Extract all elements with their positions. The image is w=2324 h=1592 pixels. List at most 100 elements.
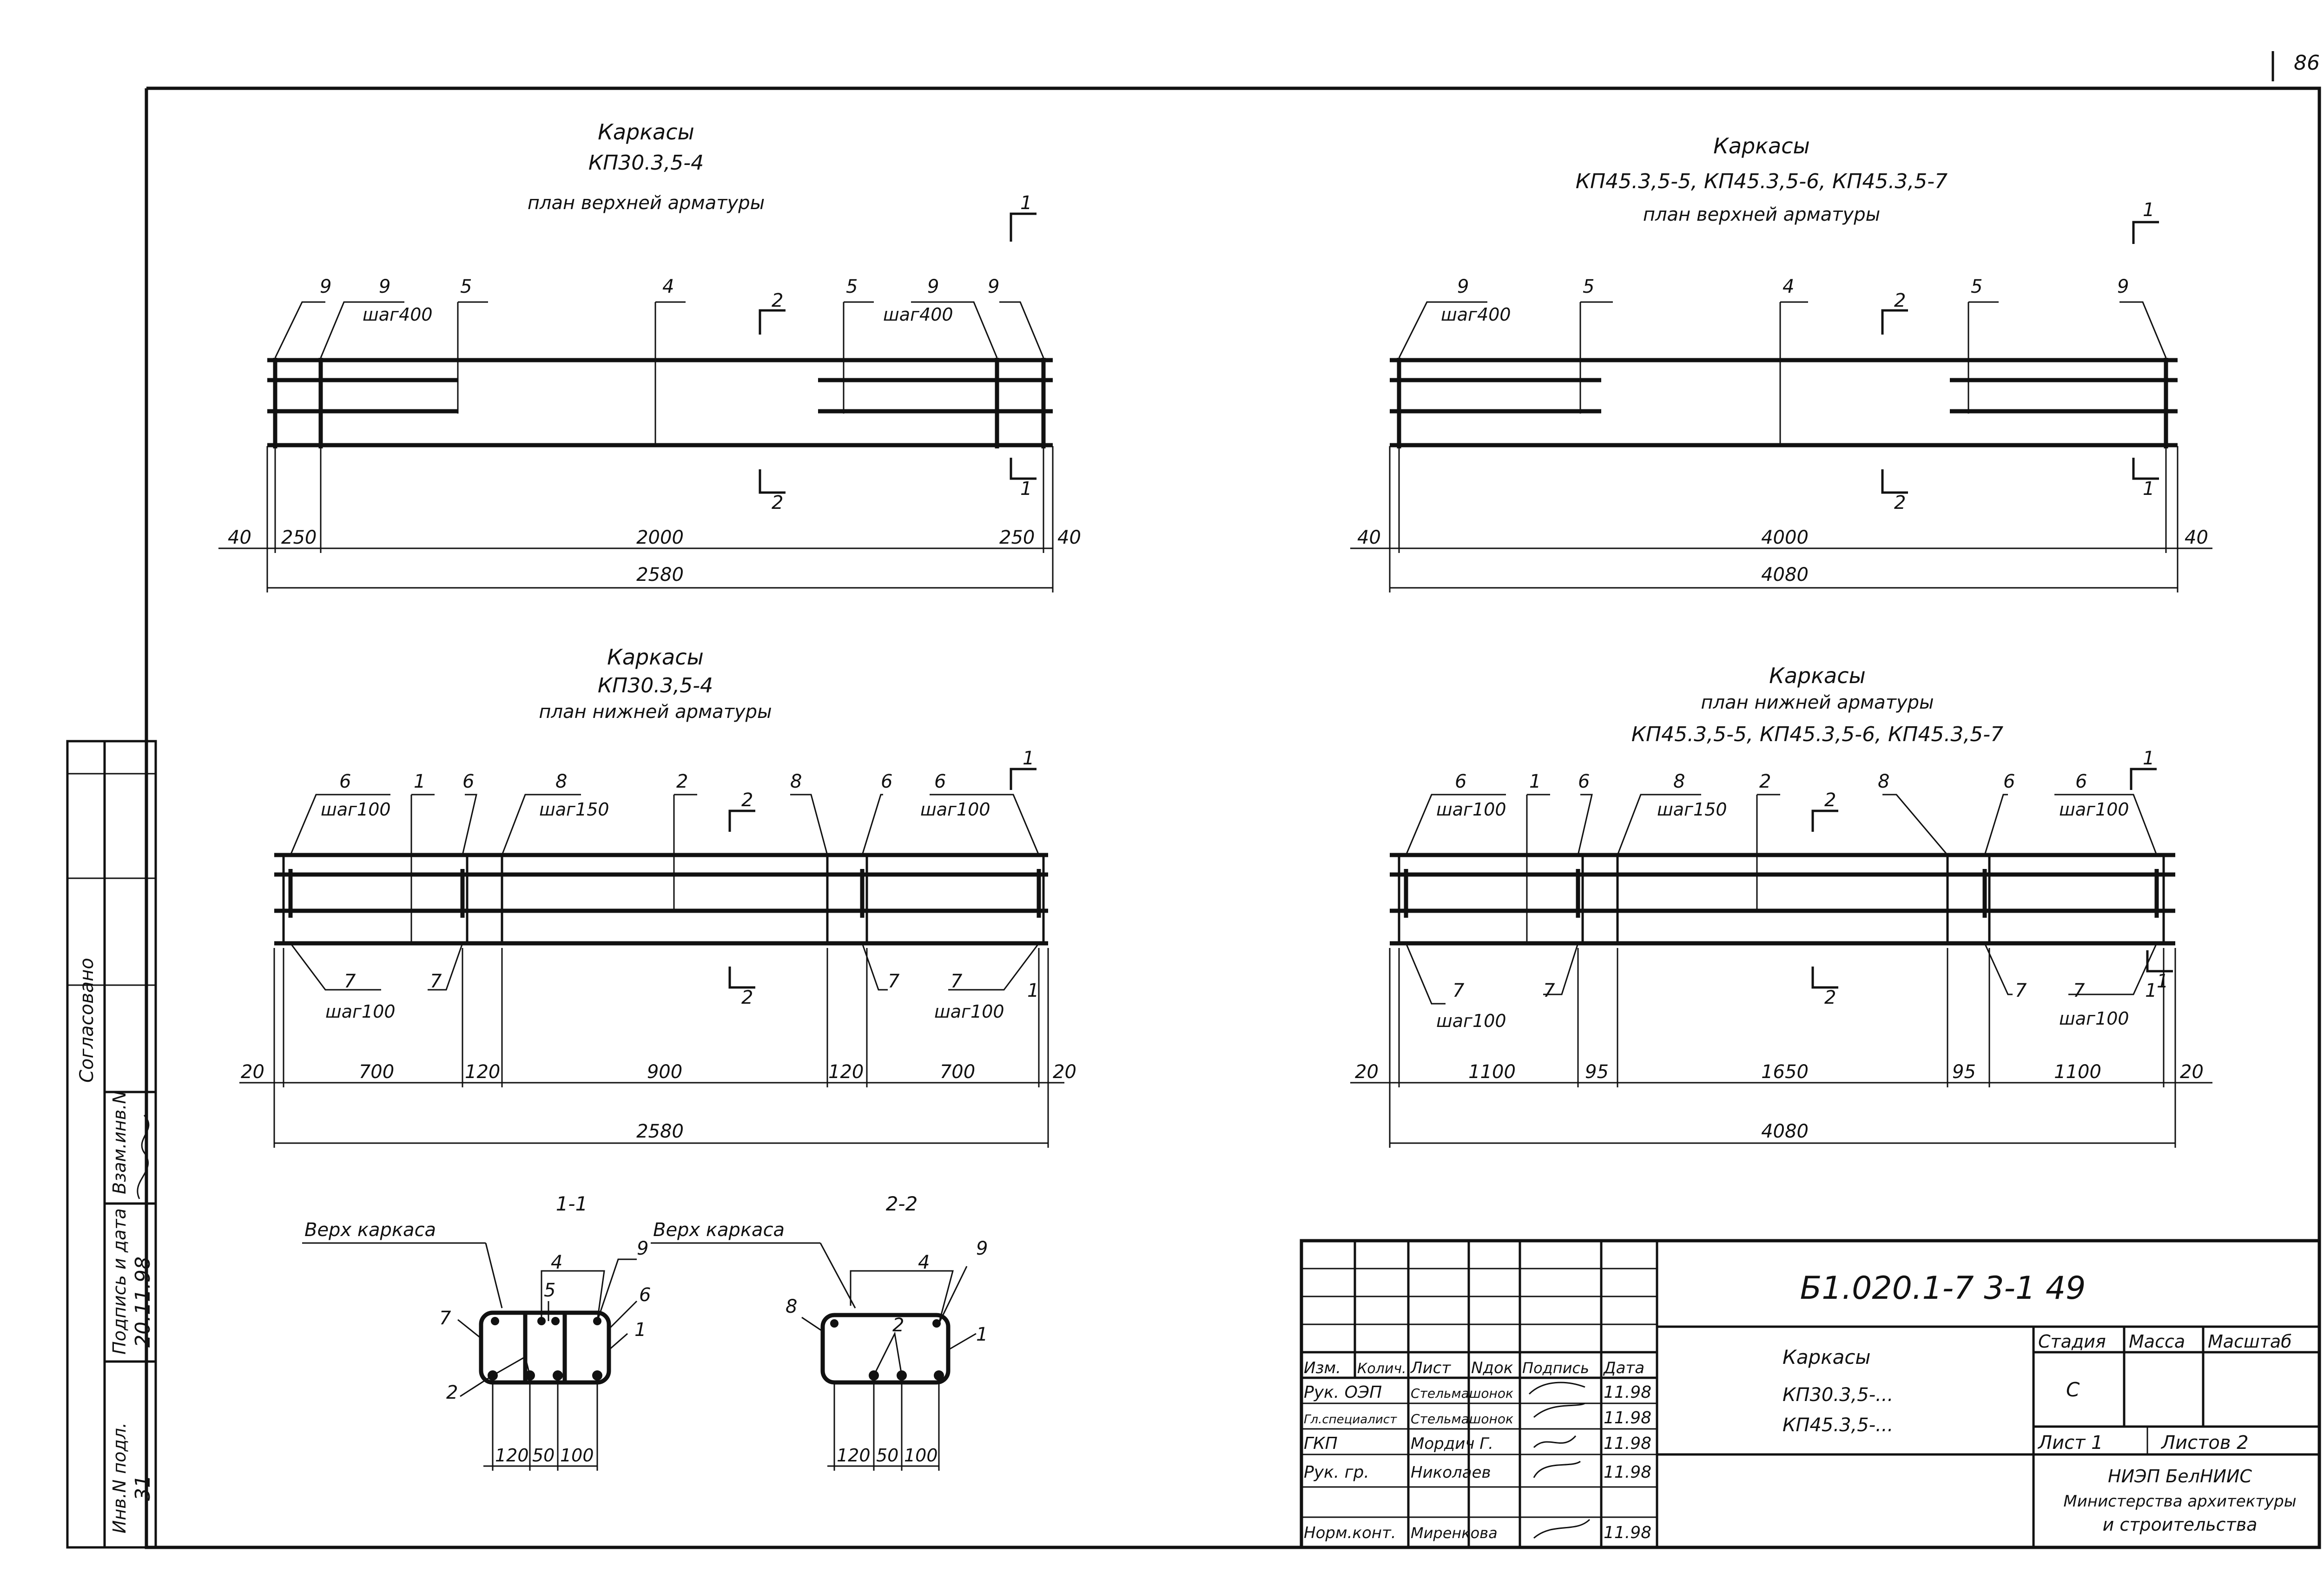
doc-name-line1: Каркасы bbox=[1783, 1346, 1871, 1368]
organization-line1: НИЭП БелНИИС bbox=[2108, 1466, 2252, 1487]
mark: 4 bbox=[551, 1252, 562, 1273]
dim: 40 bbox=[2185, 527, 2208, 548]
dim: 50 bbox=[876, 1445, 898, 1466]
callout: 7 bbox=[430, 971, 442, 992]
section-mark: 2 bbox=[741, 987, 753, 1008]
callout: 6 bbox=[339, 771, 351, 792]
doc-name-line3: КП45.3,5-... bbox=[1783, 1414, 1893, 1436]
callout: 6 bbox=[2003, 771, 2015, 792]
callout: 7 bbox=[2015, 980, 2027, 1001]
callout: 4 bbox=[662, 276, 674, 297]
row-role: Рук. ОЭП bbox=[1304, 1383, 1382, 1402]
callout: 8 bbox=[1878, 771, 1889, 792]
callout-step: шаг400 bbox=[1441, 304, 1511, 325]
row-name: Мордич Г. bbox=[1411, 1434, 1493, 1453]
row-date: 11.98 bbox=[1604, 1523, 1651, 1542]
doc-name-line2: КП30.3,5-... bbox=[1783, 1384, 1893, 1406]
organization-line2: Министерства архитектуры bbox=[2063, 1492, 2296, 1511]
callout: 7 bbox=[1452, 980, 1465, 1001]
mark: 7 bbox=[439, 1308, 451, 1329]
title-mark: КП30.3,5-4 bbox=[588, 151, 704, 175]
mark: 8 bbox=[786, 1296, 797, 1317]
stirrup-outline bbox=[479, 1310, 611, 1385]
subtitle: план верхней арматуры bbox=[1643, 204, 1880, 225]
document-code: Б1.020.1-7 3-1 49 bbox=[1800, 1270, 2086, 1307]
stirrup-outline bbox=[820, 1313, 951, 1385]
title: Каркасы bbox=[598, 119, 694, 145]
signatures bbox=[1528, 1381, 1591, 1539]
section-mark: 2 bbox=[772, 290, 783, 311]
header-kol: Колич. bbox=[1357, 1361, 1406, 1377]
section-mark: 1 bbox=[1020, 478, 1032, 500]
dim: 40 bbox=[1057, 527, 1081, 548]
title: Каркасы bbox=[607, 645, 704, 670]
mark: 2 bbox=[446, 1382, 458, 1403]
plan-lower-kp45: Каркасы план нижней арматуры КП45.3,5-5,… bbox=[1350, 663, 2212, 1148]
callout: 7 bbox=[1543, 980, 1555, 1001]
callout: 1 bbox=[1027, 980, 1039, 1001]
callout: 7 bbox=[344, 971, 356, 992]
mark: 1 bbox=[634, 1319, 646, 1341]
section-mark: 2 bbox=[772, 492, 783, 513]
callout: 2 bbox=[676, 771, 688, 792]
row-role: Норм.конт. bbox=[1304, 1524, 1396, 1542]
header-ndok: Nдок bbox=[1471, 1359, 1513, 1377]
dim: 100 bbox=[904, 1445, 938, 1466]
signature-date-label: Подпись и дата bbox=[109, 1208, 130, 1355]
callout: 6 bbox=[2075, 771, 2087, 792]
callout-step: шаг400 bbox=[883, 304, 953, 325]
header-signature: Подпись bbox=[1522, 1359, 1589, 1377]
callout: 8 bbox=[1673, 771, 1685, 792]
mark: 9 bbox=[976, 1238, 988, 1259]
dim: 700 bbox=[940, 1061, 975, 1083]
stage-header: Стадия bbox=[2038, 1331, 2106, 1352]
callout-step: шаг100 bbox=[934, 1001, 1004, 1022]
approved-label: Согласовано bbox=[76, 958, 98, 1083]
header-date: Дата bbox=[1603, 1359, 1644, 1377]
mark: 6 bbox=[639, 1284, 651, 1306]
title: Каркасы bbox=[1713, 133, 1810, 158]
callout-step: шаг100 bbox=[325, 1001, 396, 1022]
dim: 20 bbox=[1355, 1061, 1379, 1083]
dim: 120 bbox=[465, 1061, 500, 1083]
handwritten-signature bbox=[137, 1114, 150, 1199]
row-role: Гл.специалист bbox=[1304, 1413, 1397, 1427]
callout-step: шаг100 bbox=[2059, 799, 2129, 820]
dim-total: 4080 bbox=[1761, 564, 1809, 585]
row-date: 11.98 bbox=[1604, 1463, 1651, 1482]
section-mark: 1 bbox=[2157, 971, 2168, 992]
callout: 6 bbox=[881, 771, 892, 792]
row-name: Николаев bbox=[1411, 1463, 1491, 1482]
dim-total: 2580 bbox=[636, 564, 684, 585]
callout: 1 bbox=[2145, 980, 2157, 1001]
mark: 2 bbox=[892, 1315, 904, 1336]
dim: 1650 bbox=[1761, 1061, 1809, 1083]
header-izm: Изм. bbox=[1304, 1359, 1341, 1377]
row-name: Стельмашонок bbox=[1411, 1411, 1513, 1427]
dim: 250 bbox=[999, 527, 1035, 548]
title: Каркасы bbox=[1769, 663, 1866, 688]
dim: 1100 bbox=[1468, 1061, 1516, 1083]
callout-step: шаг100 bbox=[2059, 1008, 2129, 1029]
dim: 120 bbox=[828, 1061, 864, 1083]
callout-step: шаг150 bbox=[1657, 799, 1727, 820]
section-mark: 2 bbox=[1824, 987, 1836, 1008]
callout-step: шаг100 bbox=[321, 799, 391, 820]
callout: 9 bbox=[988, 276, 999, 297]
section-mark: 1 bbox=[1023, 748, 1034, 769]
top-label: Верх каркаса bbox=[653, 1219, 785, 1241]
callout: 5 bbox=[460, 276, 472, 297]
drawing-frame bbox=[145, 86, 2321, 1549]
dim: 20 bbox=[1053, 1061, 1076, 1083]
callout: 6 bbox=[462, 771, 474, 792]
callout-step: шаг100 bbox=[920, 799, 990, 820]
section-mark: 1 bbox=[2143, 748, 2154, 769]
plan-upper-kp45: Каркасы КП45.3,5-5, КП45.3,5-6, КП45.3,5… bbox=[1350, 133, 2212, 592]
stage-value: С bbox=[2066, 1378, 2080, 1401]
plan-lower-kp30: Каркасы КП30.3,5-4 план нижней арматуры … bbox=[239, 645, 1076, 1148]
callout: 6 bbox=[1578, 771, 1590, 792]
subtitle: план нижней арматуры bbox=[539, 701, 772, 723]
dim: 1100 bbox=[2054, 1061, 2101, 1083]
callout: 6 bbox=[934, 771, 946, 792]
dim: 95 bbox=[1952, 1061, 1976, 1083]
